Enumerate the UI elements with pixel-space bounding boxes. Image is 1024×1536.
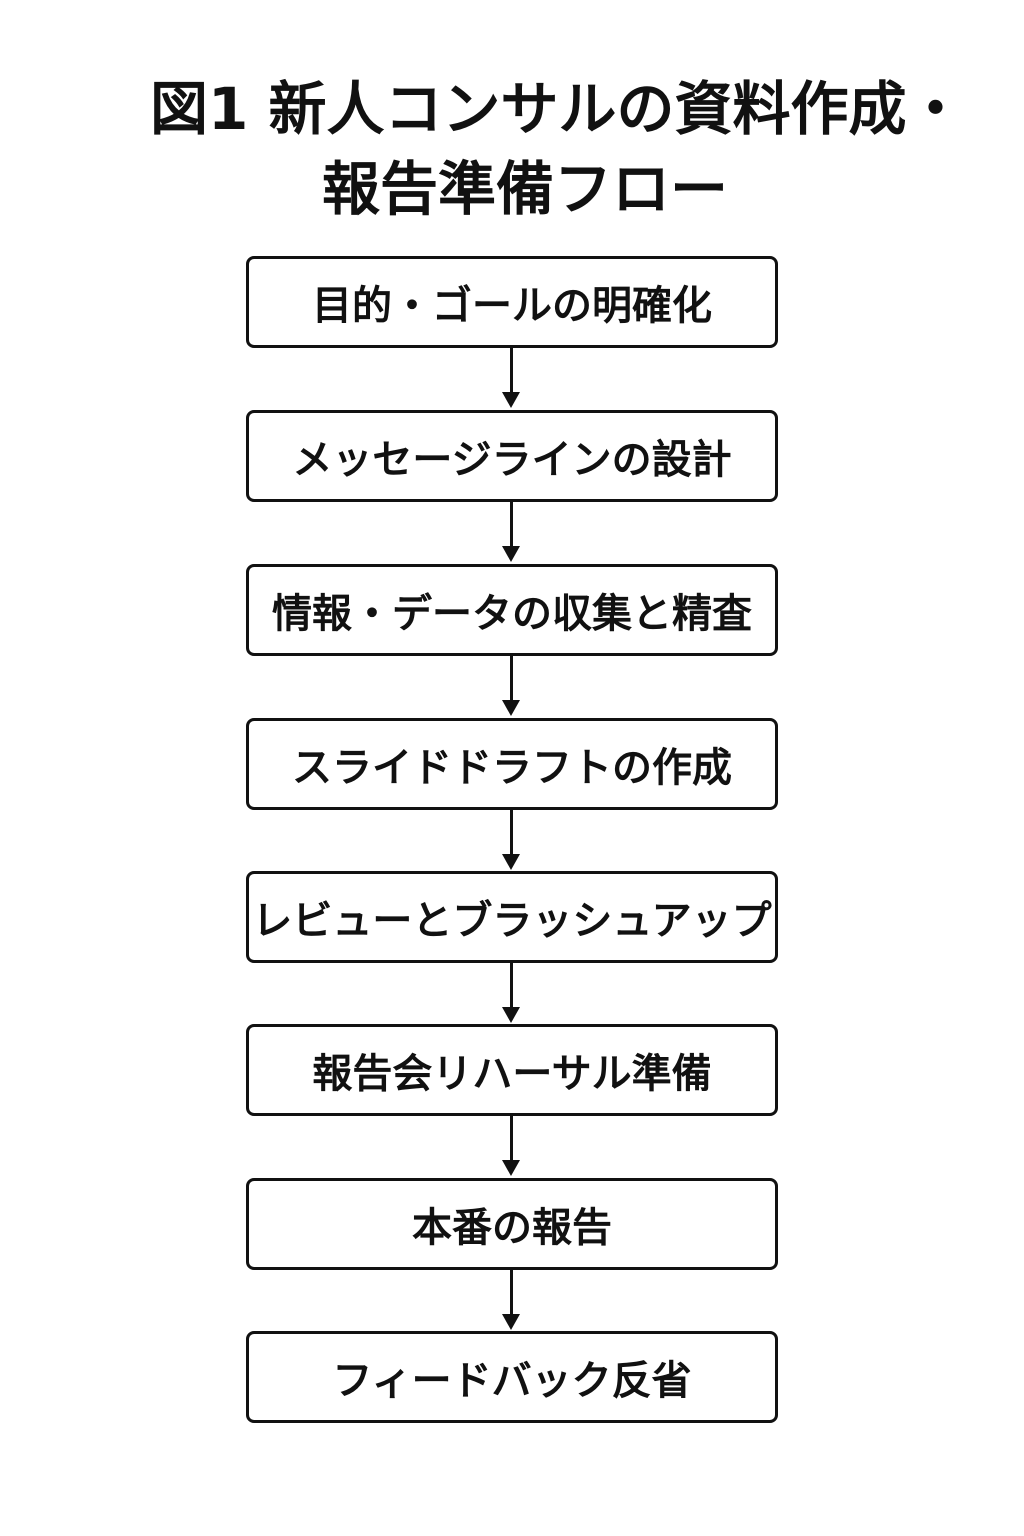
step-box-5: レビューとブラッシュアップ [246,871,778,963]
step-box-4: スライドドラフトの作成 [246,718,778,810]
step-label-8: フィードバック反省 [332,1358,692,1404]
arrow-down-icon [502,1160,520,1176]
step-label-3: 情報・データの収集と精査 [272,591,752,637]
step-box-1: 目的・ゴールの明確化 [246,256,778,348]
arrow-down-icon [502,392,520,408]
arrow-down-icon [502,1007,520,1023]
arrow-down-icon [502,854,520,870]
step-box-2: メッセージラインの設計 [246,410,778,502]
arrow-shaft [510,963,513,1009]
arrow-shaft [510,502,513,548]
arrow-down-icon [502,546,520,562]
step-box-7: 本番の報告 [246,1178,778,1270]
arrow-shaft [510,810,513,856]
diagram-title-line-2: 報告準備フロー [322,155,729,223]
step-label-1: 目的・ゴールの明確化 [312,283,712,329]
step-label-4: スライドドラフトの作成 [292,745,732,791]
arrow-shaft [510,656,513,702]
step-label-2: メッセージラインの設計 [292,437,732,483]
step-label-6: 報告会リハーサル準備 [312,1051,712,1097]
diagram-title-line-1: 図1 新人コンサルの資料作成・ [150,75,965,143]
step-label-7: 本番の報告 [412,1205,612,1251]
arrow-shaft [510,348,513,394]
arrow-shaft [510,1116,513,1162]
step-label-5: レビューとブラッシュアップ [252,898,772,944]
arrow-down-icon [502,700,520,716]
step-box-3: 情報・データの収集と精査 [246,564,778,656]
step-box-8: フィードバック反省 [246,1331,778,1423]
arrow-shaft [510,1270,513,1316]
step-box-6: 報告会リハーサル準備 [246,1024,778,1116]
arrow-down-icon [502,1314,520,1330]
